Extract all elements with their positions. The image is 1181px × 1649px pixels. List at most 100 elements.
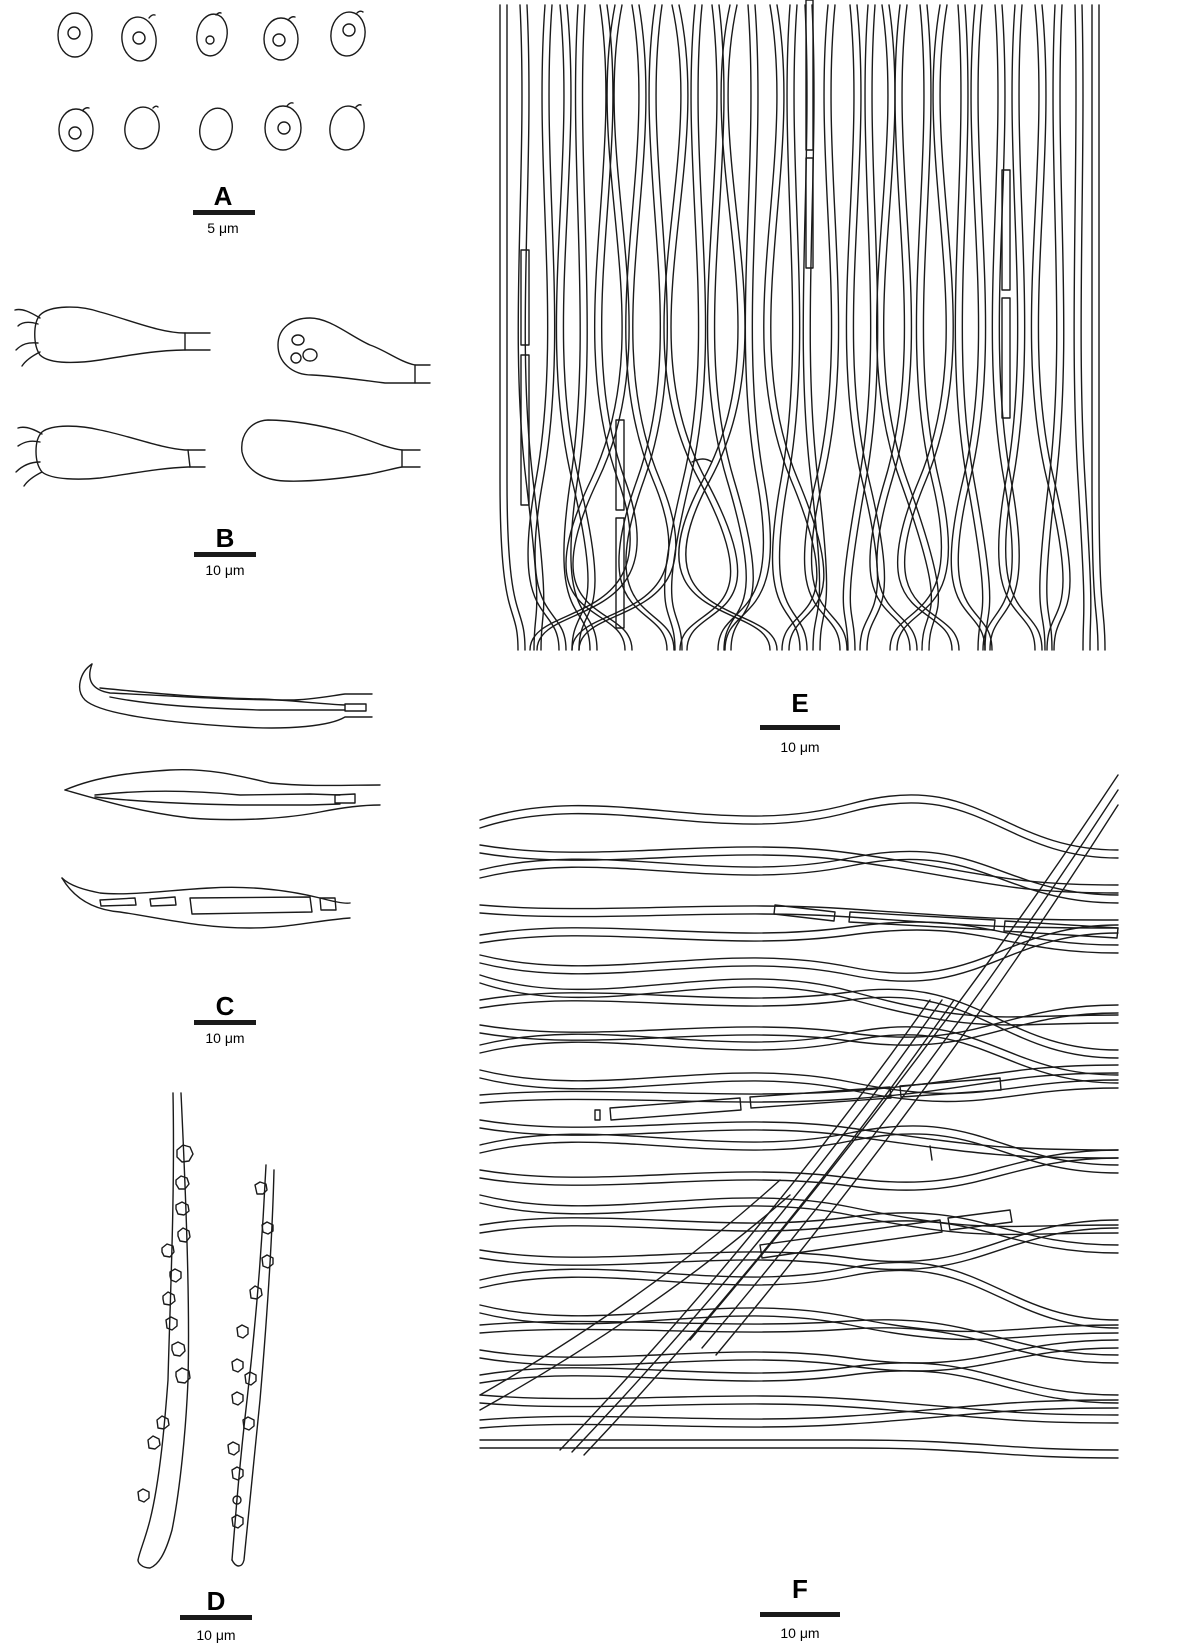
hypha-wall-f [479, 1179, 781, 1396]
hypha-wall-e [778, 4, 808, 651]
scale-label-e: 10 μm [780, 739, 819, 755]
hypha-wall-f [479, 1077, 1119, 1103]
scale-label-c: 10 μm [205, 1030, 244, 1046]
hypha-wall-e [849, 4, 879, 651]
hypha-wall-f [479, 1399, 1119, 1421]
hypha-wall-e [1046, 4, 1065, 651]
hypha-wall-e [713, 4, 754, 651]
hypha-wall-f [479, 844, 1119, 886]
panel-label-c: C [216, 991, 235, 1021]
hyphae-septa-e [520, 0, 1011, 629]
scale-label-d: 10 μm [196, 1627, 235, 1643]
hypha-wall-f [479, 1327, 1119, 1364]
panel-c: C 10 μm [61, 663, 381, 1046]
panel-label-a: A [214, 181, 233, 211]
hypha-wall-e [625, 4, 675, 651]
hypha-wall-e [517, 4, 538, 651]
hypha-wall-e [578, 4, 677, 651]
hypha-wall-e [957, 4, 993, 651]
hypha-wall-f [479, 1304, 1119, 1333]
hypha-wall-f [479, 1157, 1119, 1191]
panel-f: F 10 μm [479, 774, 1119, 1641]
hypha-wall-f [479, 1119, 1119, 1151]
hypha-wall-f [479, 1312, 1119, 1341]
hypha-wall-f [479, 1127, 1119, 1159]
hypha-wall-f [479, 794, 1119, 851]
hypha-wall-e [810, 4, 848, 651]
hypha-wall-e [1091, 4, 1099, 651]
spores [57, 10, 366, 152]
hypha-wall-e [555, 4, 589, 651]
hypha-wall-e [678, 4, 771, 651]
hyphae-bundle-f [479, 774, 1119, 1459]
hypha-wall-e [803, 4, 841, 651]
hypha-wall-e [534, 4, 567, 651]
basidia [14, 306, 431, 487]
hypha-wall-e [869, 4, 911, 651]
hypha-wall-e [663, 4, 732, 651]
hyphae-septa-f [594, 904, 1119, 1259]
hypha-wall-f [479, 974, 1119, 1018]
encrusted-hyphae [137, 1092, 275, 1569]
hypha-wall-f [583, 999, 955, 1456]
hypha-wall-f [479, 1347, 1119, 1372]
hypha-wall-f [479, 1339, 1119, 1364]
scale-bar-a [193, 210, 255, 215]
hypha-wall-f [479, 1194, 1119, 1228]
hypha-wall-e [1098, 4, 1106, 651]
hypha-wall-f [479, 1034, 1119, 1084]
hypha-wall-e [897, 4, 953, 651]
hyphae-bundle-e [499, 4, 1106, 651]
hypha-wall-e [1030, 4, 1064, 651]
scale-bar-e [760, 725, 840, 730]
hypha-wall-f [479, 802, 1119, 859]
hypha-wall-e [506, 4, 526, 651]
hypha-wall-f [479, 1439, 1119, 1451]
cystidioles [61, 663, 381, 929]
hypha-wall-f [479, 1407, 1119, 1429]
scale-bar-b [194, 552, 256, 557]
hypha-wall-e [770, 4, 825, 651]
hypha-wall-e [572, 4, 633, 651]
hypha-wall-e [570, 4, 598, 651]
hypha-wall-e [663, 4, 700, 651]
hypha-wall-e [529, 4, 631, 651]
hypha-wall-e [961, 4, 991, 651]
scale-bar-c [194, 1020, 256, 1025]
hypha-wall-f [479, 1227, 1119, 1271]
panel-a: A 5 μm [57, 10, 366, 236]
hypha-wall-e [882, 4, 940, 651]
hypha-wall-f [479, 1194, 791, 1411]
hypha-wall-f [571, 999, 943, 1453]
hypha-wall-e [685, 4, 778, 651]
hypha-wall-f [479, 1069, 1119, 1095]
hypha-wall-e [763, 4, 818, 651]
hypha-wall-f [479, 932, 1119, 982]
hypha-wall-e [527, 4, 560, 651]
hypha-wall-e [717, 4, 765, 651]
hypha-wall-f [479, 1026, 1119, 1076]
panel-label-d: D [207, 1586, 226, 1616]
hypha-wall-f [689, 774, 1119, 1341]
hypha-wall-e [565, 4, 626, 651]
panel-e: E 10 μm [499, 0, 1106, 755]
hypha-wall-e [1073, 4, 1085, 651]
hypha-wall-f [479, 1362, 1119, 1396]
hypha-wall-f [715, 804, 1119, 1356]
hypha-wall-e [997, 4, 1036, 651]
hypha-wall-f [479, 1402, 1119, 1424]
hypha-wall-f [479, 988, 1119, 1051]
hypha-wall-e [954, 4, 984, 651]
hypha-wall-f [479, 1149, 1119, 1183]
panel-label-f: F [792, 1574, 808, 1604]
hypha-wall-e [536, 4, 638, 651]
hypha-wall-f [479, 850, 1119, 896]
hypha-wall-e [562, 4, 596, 651]
scale-label-b: 10 μm [205, 562, 244, 578]
hypha-wall-f [479, 1370, 1119, 1404]
panel-d: D 10 μm [137, 1092, 275, 1643]
hypha-wall-e [1004, 4, 1043, 651]
hypha-wall-f [479, 1219, 1119, 1263]
hypha-wall-f [479, 1072, 1119, 1104]
